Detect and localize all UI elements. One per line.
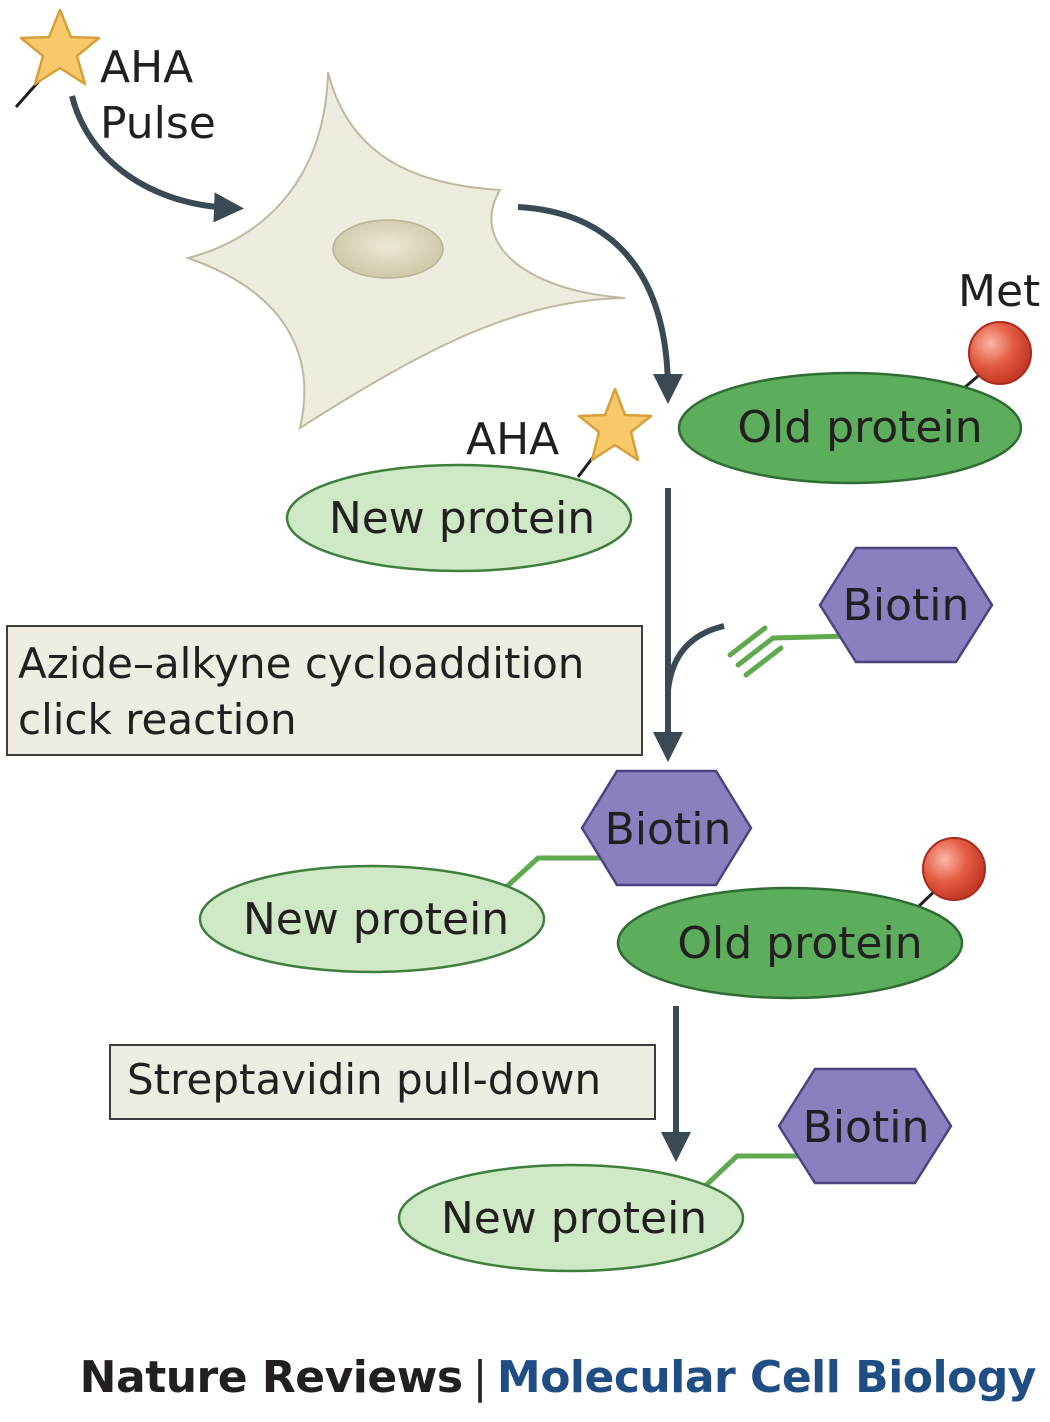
old-protein-1: Old protein xyxy=(677,371,1023,485)
click-reaction-line2: click reaction xyxy=(18,695,297,744)
biotin-reagent-label: Biotin xyxy=(843,580,970,631)
pulldown-label: Streptavidin pull-down xyxy=(127,1055,601,1104)
pulldown-box: Streptavidin pull-down xyxy=(109,1044,656,1120)
aha-label: AHA xyxy=(100,42,193,93)
new-protein-2: New protein xyxy=(198,864,546,974)
footer-journal: Nature Reviews xyxy=(79,1352,463,1403)
click-reaction-line1: Azide–alkyne cycloaddition xyxy=(18,639,584,688)
new-protein-3: New protein xyxy=(397,1163,745,1273)
biotin-reagent: Biotin xyxy=(818,546,994,664)
alkyne-icon xyxy=(727,625,784,678)
biotin-3: Biotin xyxy=(777,1067,953,1185)
new-protein-2-label: New protein xyxy=(243,894,509,945)
aha-star-icon xyxy=(19,8,101,86)
pulse-label: Pulse xyxy=(100,98,216,149)
footer-credit: Nature Reviews|Molecular Cell Biology xyxy=(0,1352,1037,1403)
biotin-reagent-linker xyxy=(772,633,851,641)
aha-mid-star-icon xyxy=(577,387,653,462)
biotin-linker-2 xyxy=(501,855,612,892)
new-protein-3-label: New protein xyxy=(441,1193,707,1244)
biotin-2-label: Biotin xyxy=(605,804,732,855)
new-protein-1-label: New protein xyxy=(329,493,595,544)
biotin-3-label: Biotin xyxy=(803,1102,930,1153)
cell-to-proteins-arrow xyxy=(517,204,683,404)
footer-subject: Molecular Cell Biology xyxy=(496,1352,1037,1403)
biotin-linker-3 xyxy=(700,1153,812,1191)
met-label: Met xyxy=(958,266,1040,317)
new-protein-1: New protein xyxy=(285,463,633,573)
met-sphere-icon xyxy=(968,321,1032,385)
old-protein-1-label: Old protein xyxy=(737,402,982,453)
old-protein-2-label: Old protein xyxy=(677,918,922,969)
reagent-merge-arrow xyxy=(665,623,725,691)
click-reaction-box: Azide–alkyne cycloaddition click reactio… xyxy=(6,625,643,756)
aha-mid-label: AHA xyxy=(466,414,559,465)
nucleus-icon xyxy=(332,219,444,279)
footer-separator: | xyxy=(472,1352,488,1403)
pulse-arrow xyxy=(69,95,244,223)
biotin-2: Biotin xyxy=(580,769,753,887)
met-sphere-2-icon xyxy=(922,837,986,901)
old-protein-2: Old protein xyxy=(616,886,964,1000)
